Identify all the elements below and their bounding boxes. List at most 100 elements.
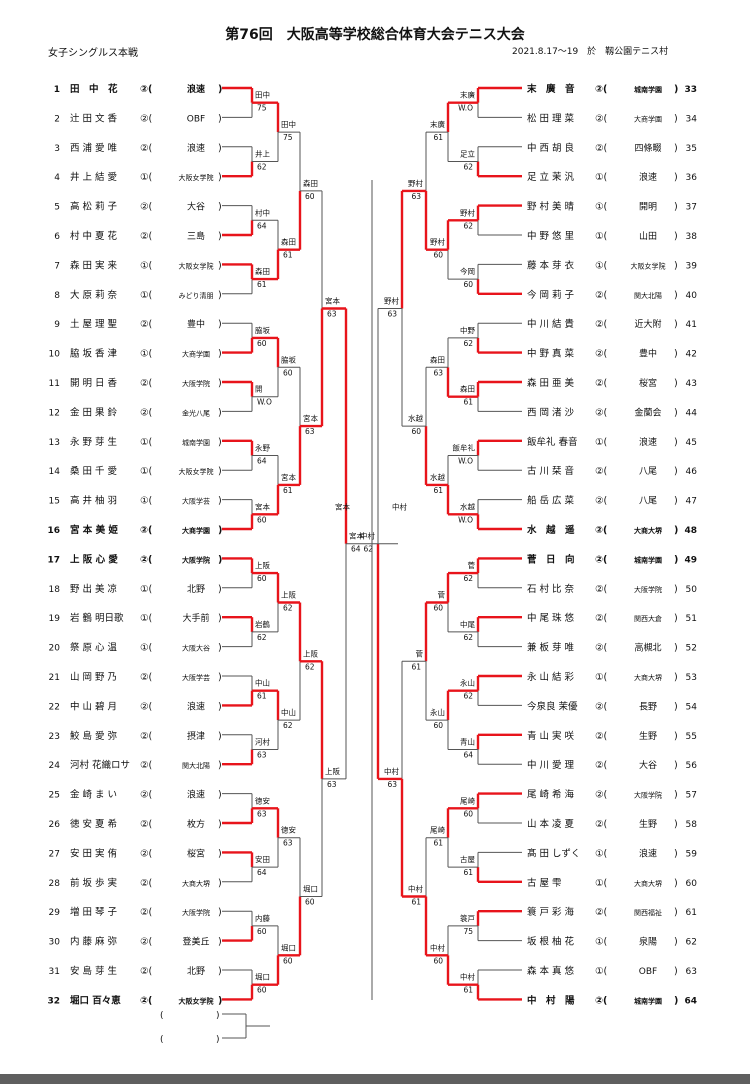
player-school: 開明: [639, 202, 657, 213]
match-winner: 井上: [255, 149, 270, 159]
player-name: 簑 戸 彩 海: [527, 906, 575, 918]
player-number: 62: [686, 938, 697, 948]
player-school: 大商学園: [634, 114, 662, 123]
player-grade: ①(: [595, 966, 607, 977]
player-school: 八尾: [639, 466, 657, 477]
player-name: 脇 坂 香 津: [70, 349, 118, 360]
player-number: 3: [54, 144, 60, 154]
player-name: 足 立 茉 汎: [527, 171, 575, 183]
player-close-paren: ): [218, 84, 222, 95]
player-name: 村 中 夏 花: [70, 230, 118, 242]
match-winner: 森田: [281, 237, 296, 247]
player-name: 森 田 実 来: [70, 259, 118, 271]
match-score: 61: [411, 662, 421, 671]
match-score: 62: [363, 545, 373, 554]
player-close-paren: ): [674, 848, 678, 859]
match-winner: 上阪: [303, 649, 318, 658]
final-right-label: 中村: [392, 502, 407, 512]
empty-entry-close: ): [216, 1035, 220, 1045]
match-score: 63: [305, 427, 315, 436]
match-winner: 上阪: [325, 767, 340, 776]
player-name: 西 浦 愛 唯: [70, 142, 118, 154]
player-close-paren: ): [674, 672, 678, 683]
match-score: 60: [257, 986, 267, 995]
player-name: 安 島 芽 生: [70, 965, 118, 977]
player-grade: ②(: [140, 760, 152, 771]
match-winner: 宮本: [325, 296, 340, 306]
match-score: 64: [463, 751, 473, 760]
player-name: 中 西 胡 良: [527, 142, 575, 154]
player-close-paren: ): [674, 113, 678, 124]
match-winner: 森田: [460, 384, 475, 394]
player-number: 60: [686, 879, 698, 889]
player-grade: ②(: [595, 760, 607, 771]
match-winner: 田中: [281, 119, 296, 129]
player-grade: ②(: [140, 878, 152, 889]
player-number: 63: [686, 967, 697, 977]
match-winner: 野村: [430, 237, 445, 247]
player-name: 藤 本 芽 衣: [527, 259, 575, 271]
player-close-paren: ): [218, 613, 222, 624]
player-number: 18: [49, 585, 61, 595]
player-grade: ②(: [595, 525, 607, 536]
player-grade: ②(: [595, 995, 607, 1006]
match-score: 61: [257, 692, 267, 701]
player-name: 土 屋 理 聖: [70, 318, 118, 330]
player-school: 豊中: [187, 318, 205, 330]
player-number: 49: [684, 555, 697, 565]
player-school: 関大北陽: [634, 291, 662, 300]
player-close-paren: ): [674, 437, 678, 448]
match-winner: 野村: [384, 296, 399, 306]
player-number: 8: [54, 291, 60, 301]
player-close-paren: ): [218, 319, 222, 330]
player-close-paren: ): [674, 760, 678, 771]
event-venue: 於 靱公園テニス村: [587, 47, 669, 57]
player-grade: ②(: [140, 554, 152, 565]
match-score: 63: [433, 368, 443, 377]
player-number: 25: [49, 791, 60, 801]
match-score: 61: [411, 898, 421, 907]
player-school: 大阪女学院: [179, 173, 214, 182]
player-name: 辻 田 文 香: [70, 112, 118, 124]
player-number: 42: [686, 350, 697, 360]
match-score: 60: [257, 339, 267, 348]
player-close-paren: ): [218, 584, 222, 595]
match-winner: 野村: [408, 178, 423, 188]
match-score: 61: [257, 280, 267, 289]
player-name: 中 村 陽: [527, 994, 575, 1006]
player-grade: ②(: [595, 790, 607, 801]
player-close-paren: ): [674, 643, 678, 654]
player-school: 浪速: [187, 142, 205, 154]
player-number: 59: [686, 849, 698, 859]
match-score: 63: [257, 809, 267, 818]
player-grade: ①(: [140, 466, 152, 477]
match-score: 60: [463, 809, 473, 818]
player-school: 豊中: [639, 348, 657, 360]
player-close-paren: ): [674, 584, 678, 595]
player-school: 大阪大谷: [182, 644, 210, 653]
player-grade: ②(: [140, 84, 152, 95]
player-school: 摂津: [187, 730, 205, 742]
player-grade: ②(: [595, 349, 607, 360]
player-name: 山 本 凌 夏: [527, 818, 575, 830]
player-name: 野 村 美 晴: [527, 201, 575, 213]
player-close-paren: ): [218, 437, 222, 448]
player-school: 大谷: [187, 201, 205, 213]
player-number: 7: [54, 261, 60, 271]
player-number: 26: [49, 820, 61, 830]
player-number: 24: [49, 761, 61, 771]
player-name: 祭 原 心 温: [70, 642, 118, 654]
player-close-paren: ): [674, 349, 678, 360]
player-name: 古 屋 雫: [527, 877, 562, 889]
player-number: 44: [686, 408, 698, 418]
player-school: 北野: [187, 584, 205, 595]
player-grade: ②(: [140, 937, 152, 948]
player-number: 12: [49, 408, 60, 418]
player-school: 大商大堺: [634, 879, 662, 888]
match-score: 75: [283, 133, 293, 142]
match-winner: 飯牟礼: [453, 443, 476, 453]
match-score: 61: [283, 251, 293, 260]
player-grade: ②(: [595, 496, 607, 507]
player-school: 桜宮: [187, 847, 205, 859]
player-name: 今 岡 莉 子: [527, 289, 575, 301]
